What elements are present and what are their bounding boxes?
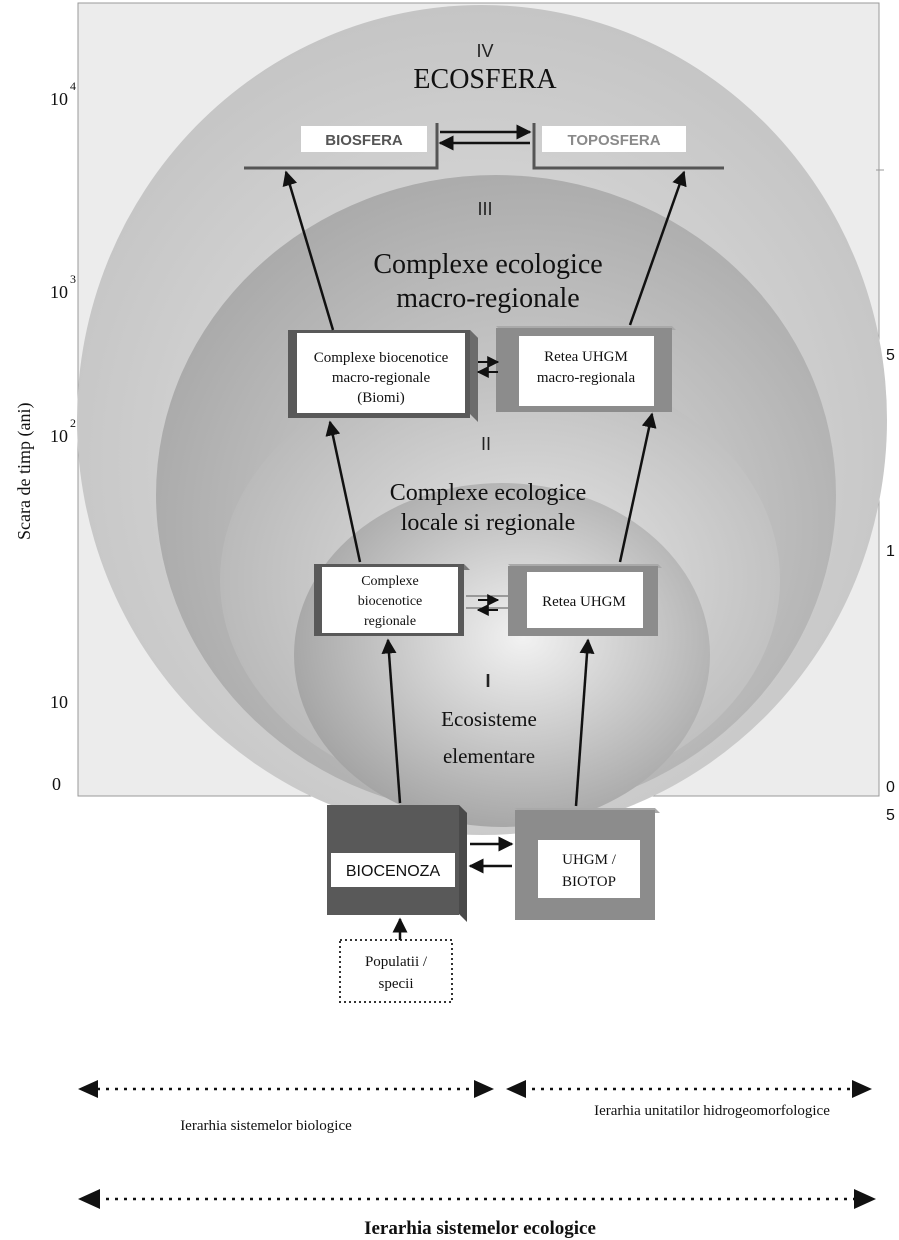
tick-1e2-base: 10 [50,426,68,446]
tick-1e3-exponent: 3 [70,272,76,286]
right-tick-5-upper: 5 [886,347,895,364]
retea-macro-box: Retea UHGM macro-regionala [496,326,676,412]
biosfera-label: BIOSFERA [325,132,403,149]
right-axis: 5 1 5 0 [876,169,895,824]
level-i-title-line1: Ecosisteme [441,707,537,731]
hydro-range-right-head [852,1080,872,1098]
ecosfera-title: ECOSFERA [413,64,557,95]
biomi-box: Complexe biocenotice macro-regionale (Bi… [288,330,478,422]
arrow-retea-macro-to-toposfera [628,170,687,326]
retea-macro-line2: macro-regionala [537,370,636,386]
tick-1e4-base: 10 [50,89,68,109]
arrow-regional-to-biomi [325,420,362,563]
hydro-range-label: Ierarhia unitatilor hidrogeomorfologice [594,1103,830,1119]
retea-macro-line1: Retea UHGM [544,349,628,365]
biocenoza-box: BIOCENOZA [327,805,467,922]
tick-10: 10 [50,692,68,712]
biomi-line2: macro-regionale [332,370,431,386]
uhgm-biotop-line2: BIOTOP [562,874,616,890]
arrow-retea-to-retea-macro [618,412,657,563]
hydro-range-left-head [506,1080,526,1098]
biocenoza-label: BIOCENOZA [346,863,441,880]
retea-uhgm-box: Retea UHGM [508,564,662,636]
biomi-line1: Complexe biocenotice [314,350,449,366]
level-ii-title-line2: locale si regionale [401,510,576,536]
populations-line2: specii [379,976,414,992]
numeral-ii: II [481,434,491,454]
ecological-range-label: Ierarhia sistemelor ecologice [364,1218,596,1239]
tick-1e2-exponent: 2 [70,416,76,430]
regional-box-line1: Complexe [361,574,419,589]
arrow-biomi-to-biosfera [282,170,335,331]
tick-1e3-base: 10 [50,282,68,302]
numeral-i: I [485,671,490,691]
level-i-title-line2: elementare [443,744,535,768]
level-ii-title-line1: Complexe ecologice [390,480,587,506]
bottom-legend: Ierarhia sistemelor biologice Ierarhia u… [78,1080,876,1239]
platform-line [244,123,724,170]
ecological-range-right-head [854,1189,876,1209]
uhgm-biotop-box: UHGM / BIOTOP [515,808,660,920]
ecological-range-left-head [78,1189,100,1209]
tick-0: 0 [52,774,61,794]
regional-box-line3: regionale [364,614,416,629]
arrow-uhgm-to-retea [574,638,595,807]
regional-box-line2: biocenotice [358,594,423,609]
biomi-line3: (Biomi) [357,390,405,406]
tick-1e4-exponent: 4 [70,79,76,93]
right-tick-1: 1 [886,543,895,560]
toposfera-label: TOPOSFERA [567,132,660,149]
populations-box: Populatii / specii [339,939,453,1003]
biological-range-right-head [474,1080,494,1098]
level-iii-title-line2: macro-regionale [396,283,579,314]
biosfera-box [301,126,427,152]
left-time-axis: 10 4 10 3 10 2 10 0 Scara de timp (ani) [14,79,76,794]
uhgm-biotop-line1: UHGM / [562,852,617,868]
biological-range-label: Ierarhia sistemelor biologice [180,1118,352,1134]
numeral-iii: III [477,199,492,219]
numeral-iv: IV [476,41,493,61]
populations-line1: Populatii / [365,954,428,970]
right-tick-5-lower: 5 [886,807,895,824]
arrow-biocenoza-to-regional [381,638,402,804]
retea-uhgm-label: Retea UHGM [542,594,626,610]
biological-range-left-head [78,1080,98,1098]
right-tick-0: 0 [886,779,895,796]
toposfera-box [542,126,686,152]
regional-biocenotic-box: Complexe biocenotice regionale [314,564,470,636]
level-iii-title-line1: Complexe ecologice [373,249,602,280]
left-axis-label: Scara de timp (ani) [14,403,35,540]
